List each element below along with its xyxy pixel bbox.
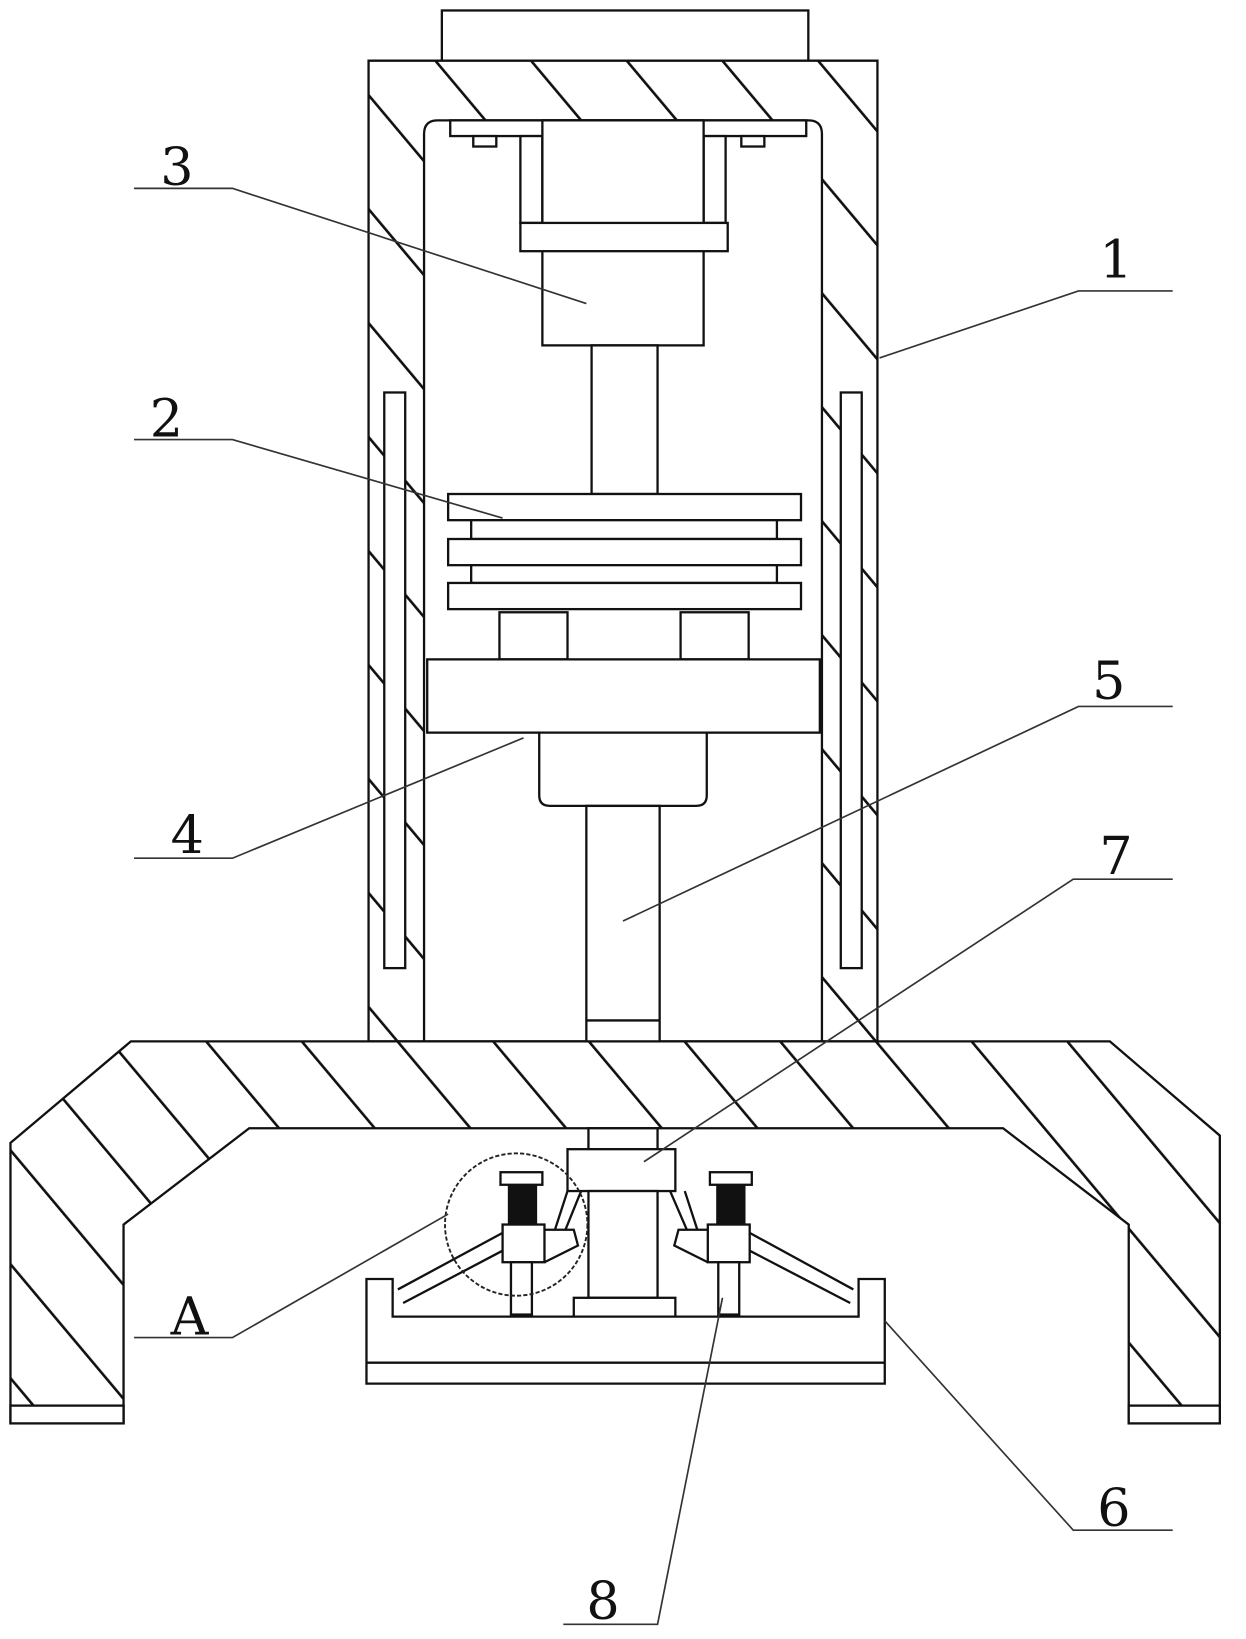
connector [588,1128,657,1149]
lift-plate [427,659,820,732]
right-spring-unit [670,1172,853,1314]
motor-shaft [592,345,658,494]
push-rod [586,806,659,1041]
motor [450,120,806,345]
label-5: 5 [1092,651,1125,712]
label-6: 6 [1097,1478,1130,1539]
label-a: A [170,1286,210,1347]
disc-stack [448,494,801,659]
right-rail [841,392,862,968]
label-7: 7 [1099,826,1132,887]
label-8: 8 [586,1571,619,1632]
right-foot-pad [1129,1406,1220,1424]
column-base [574,1298,676,1317]
cylinder-head [539,733,707,806]
label-3: 3 [160,137,193,198]
column [588,1191,657,1298]
left-rail [384,392,405,968]
left-foot-pad [10,1406,123,1424]
label-1: 1 [1099,229,1132,290]
top-cap [442,10,808,60]
clamp-block [568,1149,676,1191]
label-2: 2 [150,388,183,449]
left-spring-unit [398,1172,581,1314]
label-4: 4 [171,805,204,866]
